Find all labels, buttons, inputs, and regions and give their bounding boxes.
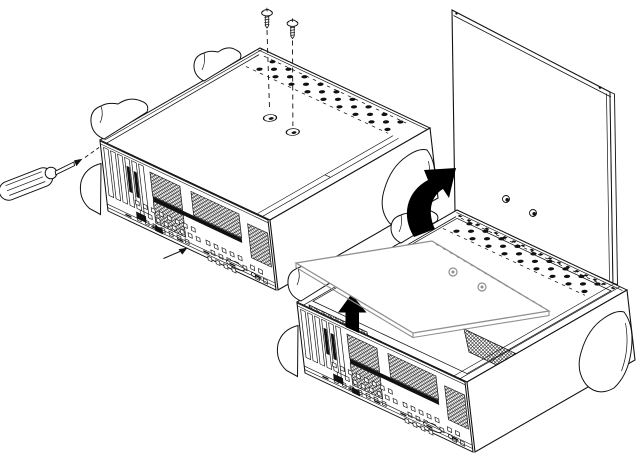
ghost-cover-panel bbox=[294, 240, 551, 339]
ghost-panel-screw-hole bbox=[477, 282, 487, 292]
panel-slot-hole bbox=[529, 209, 537, 217]
screwdriver-shaft bbox=[54, 161, 75, 176]
cover-screw bbox=[286, 17, 299, 39]
upper-chassis bbox=[0, 7, 439, 293]
screw-guide-dashed-line bbox=[266, 29, 271, 112]
screw-hole bbox=[285, 128, 300, 136]
panel-slot-hole bbox=[502, 195, 510, 203]
screw-callout-arrow bbox=[163, 247, 188, 259]
rotate-arrow-icon bbox=[406, 168, 456, 237]
screwdriver-tip-arrow-icon bbox=[74, 158, 83, 167]
ghost-panel-screw-hole bbox=[448, 267, 458, 277]
screw-hole bbox=[262, 114, 278, 122]
lift-arrow-icon bbox=[338, 294, 367, 333]
screwdriver bbox=[0, 147, 100, 201]
cover-screw bbox=[261, 7, 273, 29]
removed-side-panel bbox=[451, 9, 618, 287]
